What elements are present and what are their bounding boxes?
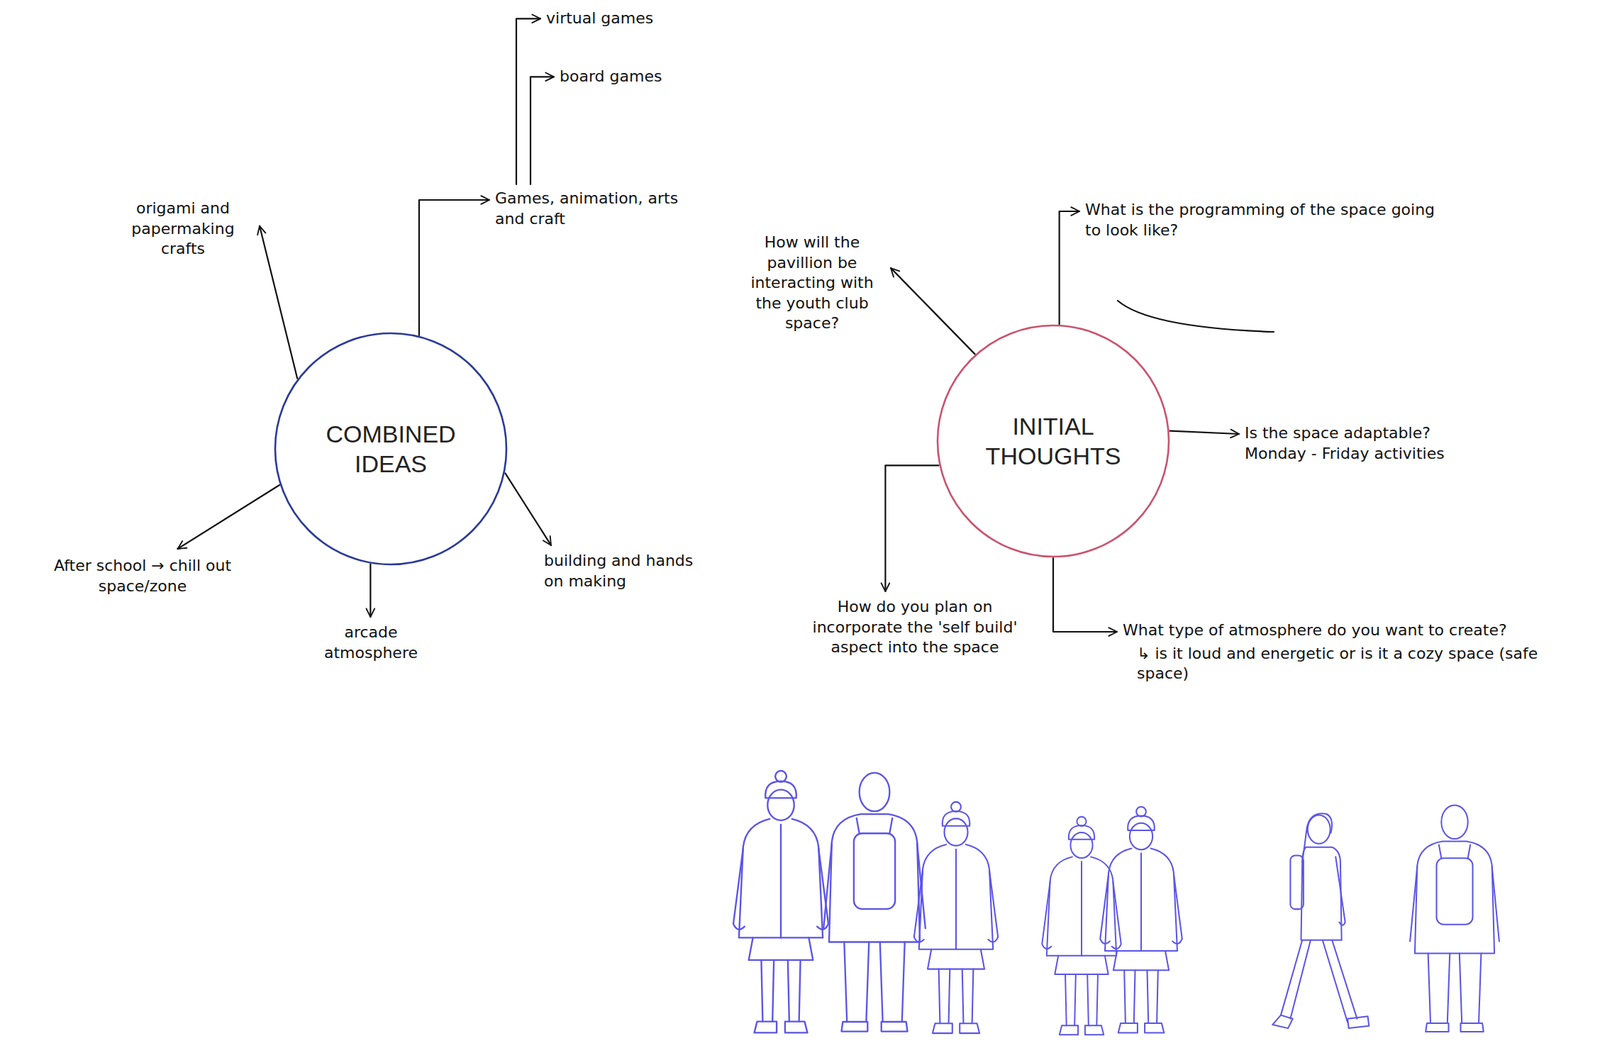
note-node: virtual games	[546, 8, 710, 30]
arrow-connector	[1169, 431, 1240, 435]
note-node: How will the pavillion be interacting wi…	[737, 232, 887, 335]
arrow-connector	[1053, 558, 1118, 632]
note-text: building and hands on making	[543, 551, 708, 592]
note-node: arcade atmosphere	[321, 622, 421, 664]
circle-title: INITIAL THOUGHTS	[971, 411, 1135, 472]
person-figure	[823, 773, 926, 1032]
note-text: After school → chill out space/zone	[25, 556, 260, 597]
stray-line	[1117, 300, 1274, 332]
note-text: Is the space adaptable? Monday - Friday …	[1244, 423, 1486, 464]
note-text: How will the pavillion be interacting wi…	[737, 232, 887, 335]
note-node: After school → chill out space/zone	[25, 556, 260, 597]
arrow-connector	[1059, 211, 1080, 325]
note-text: How do you plan on incorporate the 'self…	[801, 597, 1029, 659]
note-text: origami and papermaking crafts	[112, 198, 254, 260]
person-figure	[1272, 813, 1369, 1029]
arrow-connector	[178, 485, 281, 549]
note-text: arcade atmosphere	[321, 622, 421, 664]
arrow-connector	[516, 18, 541, 185]
note-node: origami and papermaking crafts	[112, 198, 254, 260]
arrow-connector	[504, 473, 552, 546]
arrow-connector	[419, 200, 490, 336]
circle-outline	[937, 325, 1169, 557]
note-node: Is the space adaptable? Monday - Friday …	[1244, 423, 1486, 464]
arrow-connector	[369, 563, 371, 618]
arrow-connector	[890, 268, 976, 354]
circle-outline	[936, 324, 1171, 559]
note-text: ↳ is it loud and energetic or is it a co…	[1122, 643, 1584, 685]
note-node: board games	[559, 66, 716, 88]
circle-title: COMBINED IDEAS	[309, 419, 473, 480]
note-node: building and hands on making	[543, 551, 708, 592]
person-figure	[914, 802, 998, 1034]
note-node: Games, animation, arts and craft	[495, 188, 708, 230]
arrow-connector	[530, 76, 554, 185]
note-text: What type of atmosphere do you want to c…	[1122, 620, 1584, 642]
topic-circle: INITIAL THOUGHTS	[936, 324, 1171, 559]
person-figure	[1041, 817, 1122, 1036]
arrow-connector	[259, 226, 298, 379]
note-node: What type of atmosphere do you want to c…	[1122, 620, 1584, 685]
note-node: How do you plan on incorporate the 'self…	[801, 597, 1029, 659]
note-text: virtual games	[546, 8, 710, 30]
note-node: What is the programming of the space goi…	[1085, 200, 1454, 241]
circle-outline	[273, 331, 508, 566]
note-text: Games, animation, arts and craft	[495, 188, 708, 230]
arrow-connector	[885, 465, 939, 592]
person-figure	[1100, 807, 1183, 1034]
circle-outline	[275, 333, 507, 565]
note-text: board games	[559, 66, 716, 88]
person-figure	[1409, 804, 1500, 1032]
person-figure	[733, 770, 829, 1033]
note-text: What is the programming of the space goi…	[1085, 200, 1454, 241]
topic-circle: COMBINED IDEAS	[273, 331, 508, 566]
